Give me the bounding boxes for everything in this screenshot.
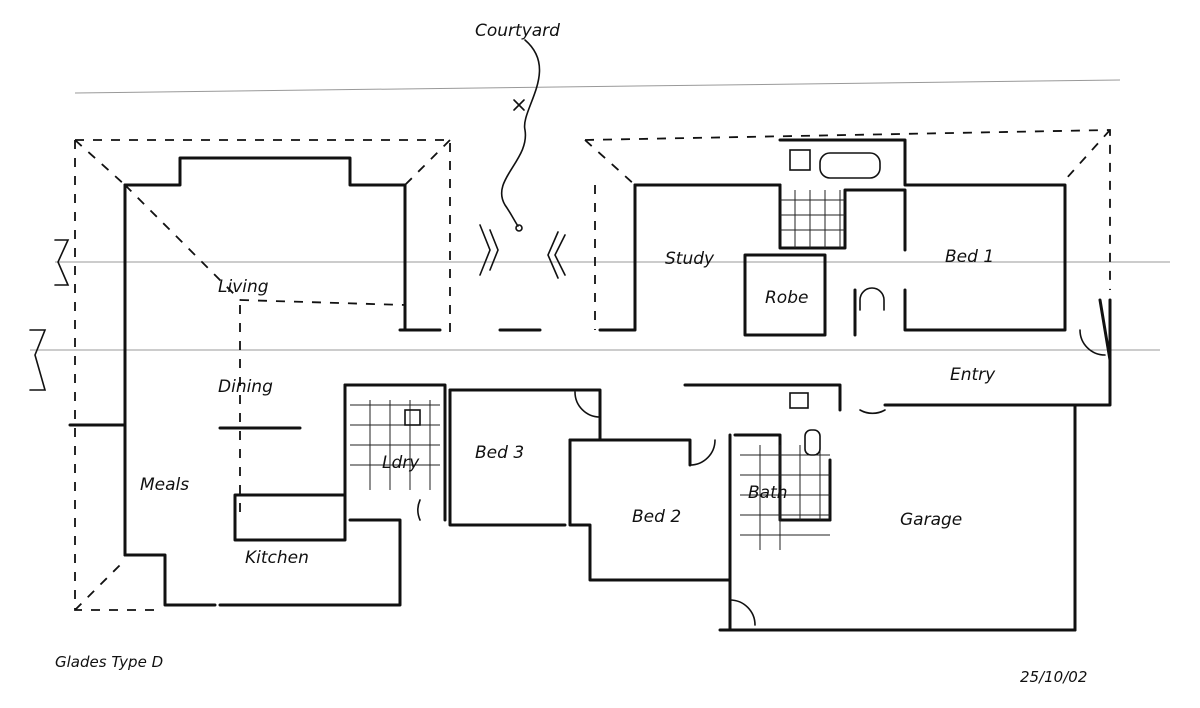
window-marks bbox=[29, 224, 566, 391]
sketch-footer: Glades Type D 25/10/02 bbox=[55, 653, 1087, 686]
label-bed1: Bed 1 bbox=[945, 247, 994, 267]
tile-grids bbox=[350, 190, 845, 550]
label-robe: Robe bbox=[765, 288, 808, 308]
drawing-date: 25/10/02 bbox=[1020, 668, 1087, 686]
label-kitchen: Kitchen bbox=[245, 548, 309, 568]
reference-lines bbox=[30, 79, 1170, 351]
label-bed3: Bed 3 bbox=[475, 443, 524, 463]
label-bed2: Bed 2 bbox=[632, 507, 681, 527]
courtyard-leader bbox=[500, 39, 541, 232]
label-meals: Meals bbox=[140, 475, 189, 495]
label-living: Living bbox=[218, 277, 269, 297]
label-bath: Bath bbox=[748, 483, 788, 503]
label-ldry: Ldry bbox=[382, 453, 420, 473]
walls bbox=[68, 138, 1112, 632]
drawing-title: Glades Type D bbox=[55, 653, 163, 671]
fixtures bbox=[404, 149, 1106, 626]
label-dining: Dining bbox=[218, 377, 273, 397]
room-labels: Courtyard Living Dining Meals Kitchen Ld… bbox=[140, 21, 996, 568]
label-courtyard: Courtyard bbox=[475, 21, 560, 41]
label-garage: Garage bbox=[900, 510, 962, 530]
label-study: Study bbox=[665, 249, 715, 269]
label-entry: Entry bbox=[950, 365, 996, 385]
